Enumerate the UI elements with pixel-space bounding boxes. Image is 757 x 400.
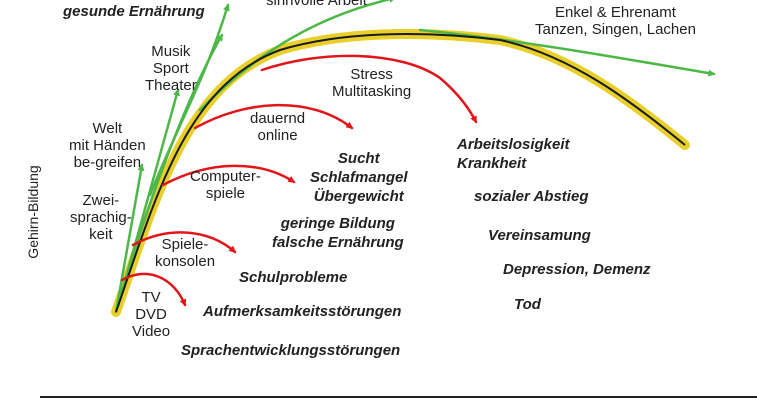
label-gesunde-ernaehrung: gesunde Ernährung [63, 3, 205, 20]
label-computerspiele: Computer- spiele [190, 168, 261, 202]
negative-arrows [120, 54, 478, 307]
label-line: Schlafmangel [310, 169, 408, 186]
label-line: mit Händen [69, 137, 146, 154]
label-arbeitslosigkeit-krankheit: Arbeitslosigkeit Krankheit [457, 135, 570, 173]
label-line: keit [89, 226, 113, 243]
arrow-ernaehrung [148, 3, 230, 197]
label-line: Zwei- [82, 192, 120, 209]
arrow-zweisprachigkeit [114, 163, 145, 314]
label-line: spiele [205, 185, 246, 202]
label-line: Sport [152, 60, 189, 77]
label-tv-dvd-video: TV DVD Video [132, 289, 170, 340]
label-line: Multitasking [332, 83, 412, 100]
arrow-computerspiele [161, 164, 296, 187]
label-line: Theater [145, 77, 197, 94]
label-line: Musik [151, 43, 191, 60]
label-line: Sucht [337, 150, 380, 167]
label-line: konsolen [155, 253, 216, 270]
label-aufmerksamkeitsstoerungen: Aufmerksamkeitsstörungen [203, 303, 402, 320]
label-enkel-ehrenamt: Enkel & Ehrenamt Tanzen, Singen, Lachen [535, 4, 696, 38]
label-line: Stress [350, 66, 393, 83]
label-line: DVD [135, 306, 167, 323]
arrow-stress [260, 54, 478, 124]
label-schulprobleme: Schulprobleme [239, 269, 348, 286]
label-spielekonsolen: Spiele- konsolen [155, 236, 215, 270]
label-line: Tanzen, Singen, Lachen [535, 21, 696, 38]
label-line: Spiele- [161, 236, 209, 253]
label-sinnvolle-arbeit: sinnvolle Arbeit [266, 0, 367, 9]
label-line: Computer- [190, 168, 261, 185]
arrow-dauernd-online [193, 103, 354, 130]
label-line: TV [141, 289, 161, 306]
label-depression-demenz: Depression, Demenz [503, 261, 651, 278]
label-line: geringe Bildung [280, 215, 395, 232]
arrow-spielekonsolen [131, 231, 237, 254]
arrow-enkel-ehrenamt [418, 28, 716, 77]
label-line: dauernd [250, 110, 306, 127]
main-curve [115, 33, 686, 313]
arrow-tv-dvd [120, 272, 187, 307]
label-zweisprachigkeit: Zwei- sprachig- keit [70, 192, 132, 243]
label-musik-sport-theater: Musik Sport Theater [145, 43, 197, 94]
label-sozialer-abstieg: sozialer Abstieg [474, 188, 589, 205]
label-line: Arbeitslosigkeit [457, 136, 570, 153]
label-line: Krankheit [457, 155, 527, 172]
label-sucht-schlafmangel: Sucht Schlafmangel Übergewicht [310, 149, 408, 206]
label-line: online [257, 127, 298, 144]
label-line: Übergewicht [313, 188, 404, 205]
label-tod: Tod [514, 296, 541, 313]
label-line: falsche Ernährung [272, 234, 404, 251]
label-stress-multitasking: Stress Multitasking [332, 66, 411, 100]
label-vereinsamung: Vereinsamung [488, 227, 591, 244]
label-line: Enkel & Ehrenamt [555, 4, 676, 21]
label-line: Video [132, 323, 171, 340]
y-axis-label: Gehirn-Bildung [25, 165, 41, 259]
label-line: be-greifen [73, 154, 142, 171]
label-welt-begreifen: Welt mit Händen be-greifen [69, 120, 146, 171]
label-line: sprachig- [70, 209, 132, 226]
label-line: Welt [92, 120, 123, 137]
label-geringe-bildung: geringe Bildung falsche Ernährung [272, 214, 404, 252]
label-sprachentwicklungsstoerungen: Sprachentwicklungsstörungen [181, 342, 401, 359]
label-dauernd-online: dauernd online [250, 110, 305, 144]
